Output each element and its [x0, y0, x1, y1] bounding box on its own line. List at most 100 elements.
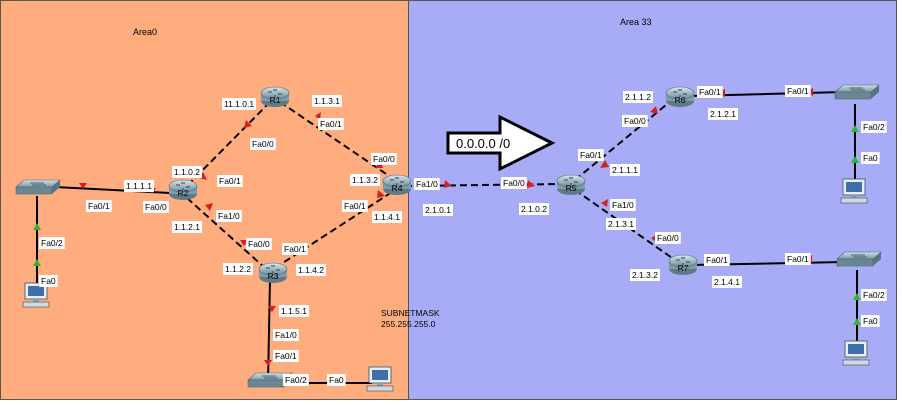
interface-label-r2-fa01-top: Fa0/1 [217, 175, 243, 187]
svg-text:Fa0/2: Fa0/2 [41, 238, 63, 248]
svg-text:1.1.2.2: 1.1.2.2 [225, 264, 251, 274]
svg-text:Fa0: Fa0 [329, 375, 344, 385]
svg-text:Fa0/1: Fa0/1 [284, 244, 306, 254]
svg-text:2.1.0.1: 2.1.0.1 [425, 205, 451, 215]
interface-label-sw4-fa02: Fa0/2 [861, 289, 887, 301]
svg-text:2.1.1.2: 2.1.1.2 [625, 92, 651, 102]
interface-label-r2-fa10: Fa1/0 [216, 210, 242, 222]
area0-region [0, 0, 409, 400]
svg-text:Fa0/1: Fa0/1 [320, 119, 342, 129]
interface-label-r7-ip-left: 2.1.3.2 [630, 269, 660, 281]
svg-text:1.1.4.1: 1.1.4.1 [374, 212, 400, 222]
interface-label-pc1-fa0: Fa0 [39, 275, 58, 287]
svg-text:Fa0/2: Fa0/2 [863, 122, 885, 132]
switch-3[interactable] [834, 84, 880, 100]
svg-text:Fa0: Fa0 [863, 316, 878, 326]
router-r3-label: R3 [268, 271, 279, 281]
default-route-label: 0.0.0.0 /0 [456, 136, 510, 151]
interface-label-sw4-fa01: Fa0/1 [785, 253, 811, 265]
interface-label-r3-fa01: Fa0/1 [282, 243, 308, 255]
default-route-arrow: 0.0.0.0 /0 [446, 114, 556, 172]
svg-text:Fa0/1: Fa0/1 [275, 351, 297, 361]
interface-label-r7-fa00: Fa0/0 [655, 232, 681, 244]
interface-label-r1-fa01: Fa0/1 [318, 118, 344, 130]
interface-label-r3-fa00: Fa0/0 [246, 238, 272, 250]
router-r7-label: R7 [678, 263, 689, 273]
interface-label-r2-ip-top: 1.1.0.2 [172, 166, 202, 178]
svg-text:1.1.2.1: 1.1.2.1 [174, 222, 200, 232]
svg-text:1.1.3.1: 1.1.3.1 [314, 96, 340, 106]
svg-text:1.1.5.1: 1.1.5.1 [281, 306, 307, 316]
svg-text:2.1.1.1: 2.1.1.1 [612, 165, 638, 175]
svg-text:Fa0/1: Fa0/1 [344, 201, 366, 211]
interface-label-r4-fa10: Fa1/0 [414, 178, 440, 190]
area33-region [408, 0, 897, 400]
interface-label-r7-ip-right: 2.1.4.1 [712, 276, 742, 288]
interface-label-r1-ip-left: 11.1.0.1 [222, 98, 257, 110]
router-r2-label: R2 [178, 188, 189, 198]
switch-1[interactable] [15, 179, 61, 195]
router-r5-label: R5 [566, 183, 577, 193]
subnet-mask-value: 255.255.255.0 [381, 319, 436, 329]
interface-label-r4-ip-top: 1.1.3.2 [350, 174, 380, 186]
svg-text:2.1.3.1: 2.1.3.1 [608, 219, 634, 229]
svg-text:Fa0/0: Fa0/0 [373, 154, 395, 164]
interface-label-r6-ip-right: 2.1.2.1 [708, 108, 738, 120]
svg-text:Fa1/0: Fa1/0 [612, 200, 634, 210]
link-r2-r3 [186, 197, 266, 269]
interface-label-r4-fa00: Fa0/0 [371, 153, 397, 165]
svg-text:Fa0/1: Fa0/1 [787, 86, 809, 96]
interface-label-r5-fa01: Fa0/1 [578, 149, 604, 161]
interface-label-r5-ip-bottom: 2.1.3.1 [606, 218, 636, 230]
interface-label-pc4-fa0: Fa0 [861, 315, 880, 327]
pc-2[interactable] [366, 366, 394, 392]
svg-text:1.1.0.2: 1.1.0.2 [174, 167, 200, 177]
svg-text:1.1.1.1: 1.1.1.1 [126, 181, 152, 191]
router-r1-label: R1 [270, 95, 281, 105]
interface-label-r2-fa00: Fa0/0 [143, 201, 169, 213]
svg-text:Fa0/1: Fa0/1 [88, 201, 110, 211]
interface-label-r5-ip-left: 2.1.0.2 [519, 203, 549, 215]
interface-label-r3-ip-right: 1.1.4.2 [296, 264, 326, 276]
interface-label-sw3-fa02: Fa0/2 [861, 121, 887, 133]
interface-label-r2-ip-bottom: 1.1.2.1 [172, 221, 202, 233]
svg-text:Fa0/1: Fa0/1 [219, 176, 241, 186]
svg-text:Fa0/2: Fa0/2 [285, 375, 307, 385]
interface-label-r5-ip-top: 2.1.1.1 [610, 164, 640, 176]
area0-title: Area0 [133, 27, 157, 37]
svg-text:Fa0/2: Fa0/2 [863, 290, 885, 300]
pc-3[interactable] [840, 178, 868, 204]
svg-text:2.1.3.2: 2.1.3.2 [632, 270, 658, 280]
area33-title: Area 33 [620, 17, 652, 27]
interface-label-r3-ip-left: 1.1.2.2 [223, 263, 253, 275]
svg-text:Fa0/1: Fa0/1 [699, 87, 721, 97]
interface-label-sw2-fa01: Fa0/1 [273, 350, 299, 362]
switch-4[interactable] [836, 251, 882, 267]
svg-text:1.1.3.2: 1.1.3.2 [352, 175, 378, 185]
svg-text:Fa0/1: Fa0/1 [706, 255, 728, 265]
interface-label-r3-fa10: Fa1/0 [273, 329, 299, 341]
svg-text:2.1.4.1: 2.1.4.1 [714, 277, 740, 287]
pc-4[interactable] [842, 340, 870, 366]
svg-text:Fa0: Fa0 [863, 153, 878, 163]
interface-label-r4-ip-bottom: 1.1.4.1 [372, 211, 402, 223]
interface-label-r1-ip-right: 1.1.3.1 [312, 95, 342, 107]
svg-text:Fa0/1: Fa0/1 [787, 254, 809, 264]
interface-label-sw2-fa02: Fa0/2 [283, 374, 309, 386]
interface-label-r6-fa01: Fa0/1 [697, 86, 723, 98]
svg-text:Fa0/1: Fa0/1 [580, 150, 602, 160]
svg-text:Fa0/0: Fa0/0 [252, 139, 274, 149]
subnet-mask-title: SUBNETMASK [381, 308, 440, 318]
router-r6-label: R6 [675, 95, 686, 105]
interface-label-sw1-fa02: Fa0/2 [39, 237, 65, 249]
interface-label-pc2-fa0: Fa0 [327, 374, 346, 386]
svg-text:Fa1/0: Fa1/0 [218, 211, 240, 221]
interface-label-r1-fa00: Fa0/0 [250, 138, 276, 150]
svg-text:2.1.2.1: 2.1.2.1 [710, 109, 736, 119]
svg-text:2.1.0.2: 2.1.0.2 [521, 204, 547, 214]
interface-label-r5-fa00: Fa0/0 [501, 177, 527, 189]
interface-label-r4-ip-right: 2.1.0.1 [423, 204, 453, 216]
interface-label-r6-fa00: Fa0/0 [622, 115, 648, 127]
svg-text:Fa0/0: Fa0/0 [248, 239, 270, 249]
